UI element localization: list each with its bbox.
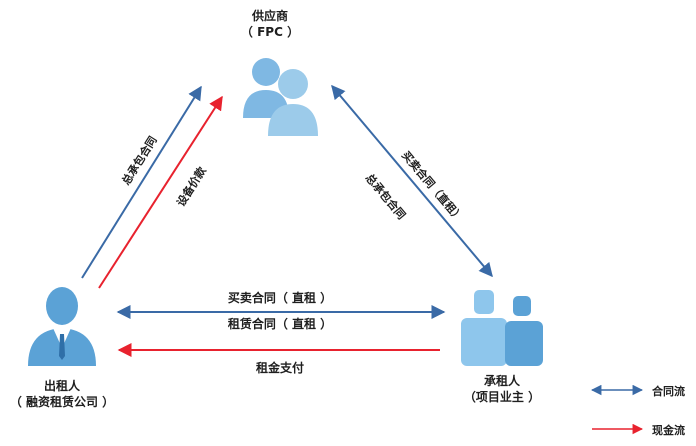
lessor-name: 出租人: [43, 379, 80, 393]
supplier-sub: （ FPC ）: [240, 25, 300, 39]
arrow-lessor-supplier-payment: [98, 95, 223, 289]
lessee-sub: （项目业主 ）: [463, 390, 541, 404]
lessee-icon: [461, 290, 543, 366]
legend-contract-label: 合同流: [652, 385, 685, 398]
arrow-supplier-lessee-contract: [331, 84, 493, 278]
supplier-icon: [243, 58, 318, 136]
label-lessor-lessee-sale: 买卖合同（ 直租 ）: [227, 291, 333, 305]
legend-cash-label: 现金流: [652, 424, 685, 437]
lessor-icon: [28, 287, 96, 366]
label-lessor-lessee-lease: 租赁合同（ 直租 ）: [227, 317, 333, 331]
lessor-sub: （ 融资租赁公司 ）: [9, 395, 115, 409]
arrow-lessor-supplier-contract: [81, 85, 202, 279]
supplier-name: 供应商: [251, 9, 288, 23]
label-lessee-lessor-rent: 租金支付: [255, 361, 304, 375]
lessee-name: 承租人: [483, 374, 520, 388]
